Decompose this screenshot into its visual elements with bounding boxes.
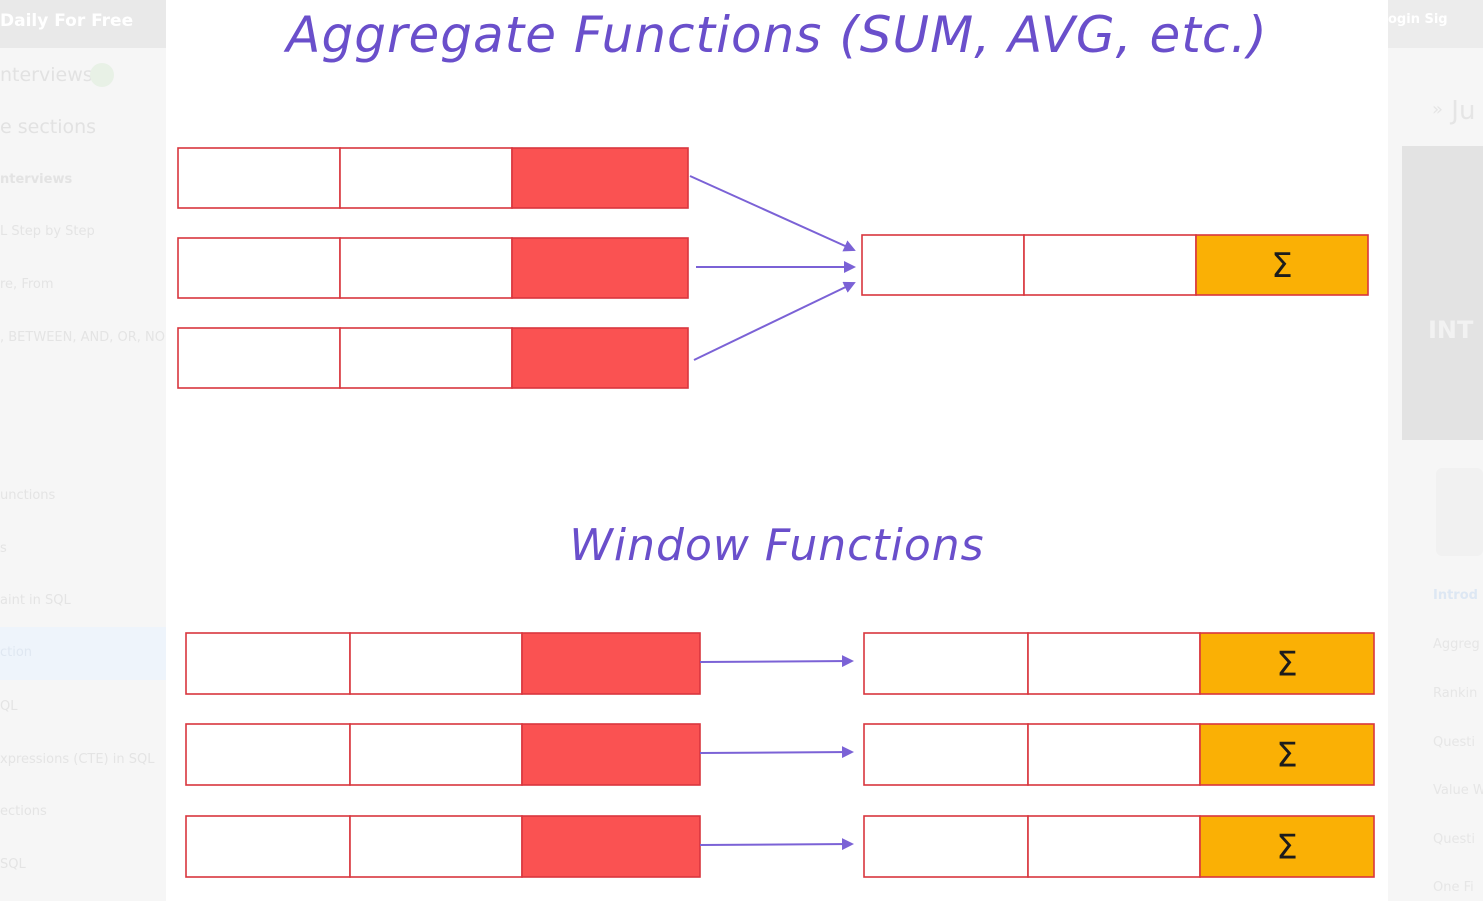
window-functions-title: Window Functions xyxy=(569,520,985,571)
window-output-row: Σ xyxy=(863,815,1375,878)
background-section-title: » Ju xyxy=(1432,96,1475,126)
white-cell xyxy=(863,723,1029,786)
white-cell xyxy=(1027,723,1201,786)
red-cell xyxy=(511,237,689,299)
background-sidebar-item: QL xyxy=(0,699,18,714)
background-sidebar-item: L Step by Step xyxy=(0,224,95,239)
background-sidebar-item: nterviews xyxy=(0,172,73,187)
red-cell xyxy=(521,723,701,786)
background-toc-item: Rankin xyxy=(1433,686,1478,701)
sigma-symbol: Σ xyxy=(1276,736,1297,776)
result-cell xyxy=(1195,234,1369,296)
white-cell xyxy=(339,237,513,299)
sigma-symbol: Σ xyxy=(1271,246,1292,286)
background-sidebar-active xyxy=(0,627,166,680)
window-arrows xyxy=(699,655,854,851)
flow-arrow xyxy=(699,838,854,851)
background-sidebar-item: nterviews xyxy=(0,64,93,86)
aggregate-input-row xyxy=(177,327,689,389)
white-cell xyxy=(1027,815,1201,878)
background-sidebar: Daily For Free nterviews e sections nter… xyxy=(0,0,166,901)
window-output-row: Σ xyxy=(863,723,1375,786)
window-input-rows xyxy=(185,632,701,878)
window-input-row xyxy=(185,815,701,878)
aggregate-arrows xyxy=(689,175,856,361)
result-cell xyxy=(1199,723,1375,786)
white-cell xyxy=(185,632,351,695)
red-cell xyxy=(511,147,689,209)
aggregate-input-row xyxy=(177,237,689,299)
leaf-icon xyxy=(90,63,114,87)
diagram-canvas: Aggregate Functions (SUM, AVG, etc.) Win… xyxy=(166,0,1388,901)
window-output-row: Σ xyxy=(863,632,1375,695)
background-thumbnail: INT xyxy=(1402,146,1483,440)
chevron-double-down-icon: » xyxy=(1432,99,1444,120)
red-cell xyxy=(521,632,701,695)
diagram-svg: Σ Σ Σ Σ xyxy=(177,147,1375,878)
background-toc-item: Aggreg xyxy=(1433,637,1480,652)
white-cell xyxy=(863,632,1029,695)
background-card xyxy=(1436,468,1483,556)
white-cell xyxy=(861,234,1025,296)
background-banner-text: Daily For Free xyxy=(0,11,134,31)
red-cell xyxy=(511,327,689,389)
background-header-text: ogin Sig xyxy=(1388,12,1448,27)
background-right-panel: ogin Sig » Ju INT Introd Aggreg Rankin Q… xyxy=(1388,0,1483,901)
background-toc-item: Introd xyxy=(1433,588,1478,603)
result-cell xyxy=(1199,632,1375,695)
white-cell xyxy=(339,327,513,389)
background-banner: Daily For Free xyxy=(0,0,166,48)
flow-arrow xyxy=(699,655,854,668)
background-toc-item: One Fi xyxy=(1433,880,1474,895)
aggregate-output-row: Σ xyxy=(861,234,1369,296)
white-cell xyxy=(177,327,341,389)
flow-arrow xyxy=(689,175,856,252)
background-toc-item: Value W xyxy=(1433,783,1483,798)
white-cell xyxy=(349,723,523,786)
white-cell xyxy=(185,723,351,786)
aggregate-output-row: Σ xyxy=(861,234,1369,296)
white-cell xyxy=(349,632,523,695)
aggregate-input-row xyxy=(177,147,689,209)
sigma-symbol: Σ xyxy=(1276,645,1297,685)
background-sidebar-item: re, From xyxy=(0,277,54,292)
white-cell xyxy=(1023,234,1197,296)
white-cell xyxy=(863,815,1029,878)
flow-arrow xyxy=(699,746,854,759)
background-sidebar-item: unctions xyxy=(0,488,56,503)
background-sidebar-item: SQL xyxy=(0,857,26,872)
background-section-title-text: Ju xyxy=(1451,96,1476,126)
white-cell xyxy=(185,815,351,878)
white-cell xyxy=(177,147,341,209)
background-sidebar-item: xpressions (CTE) in SQL xyxy=(0,752,155,767)
white-cell xyxy=(177,237,341,299)
background-sidebar-item: s xyxy=(0,541,7,556)
background-toc-item: Questi xyxy=(1433,735,1475,750)
white-cell xyxy=(1027,632,1201,695)
white-cell xyxy=(349,815,523,878)
red-cell xyxy=(521,815,701,878)
flow-arrow xyxy=(693,281,856,361)
window-input-row xyxy=(185,632,701,695)
background-header: ogin Sig xyxy=(1388,0,1483,48)
background-thumbnail-text: INT xyxy=(1428,316,1474,344)
background-toc-item: Questi xyxy=(1433,832,1475,847)
background-sidebar-item: aint in SQL xyxy=(0,593,71,608)
background-sidebar-item: ction xyxy=(0,645,33,660)
aggregate-functions-title: Aggregate Functions (SUM, AVG, etc.) xyxy=(286,6,1268,64)
background-sidebar-item: e sections xyxy=(0,116,97,138)
window-output-rows: Σ Σ Σ xyxy=(863,632,1375,878)
result-cell xyxy=(1199,815,1375,878)
sigma-symbol: Σ xyxy=(1276,828,1297,868)
aggregate-input-rows xyxy=(177,147,689,389)
white-cell xyxy=(339,147,513,209)
window-input-row xyxy=(185,723,701,786)
background-sidebar-item: , BETWEEN, AND, OR, NO xyxy=(0,330,165,345)
background-sidebar-item: ections xyxy=(0,804,47,819)
